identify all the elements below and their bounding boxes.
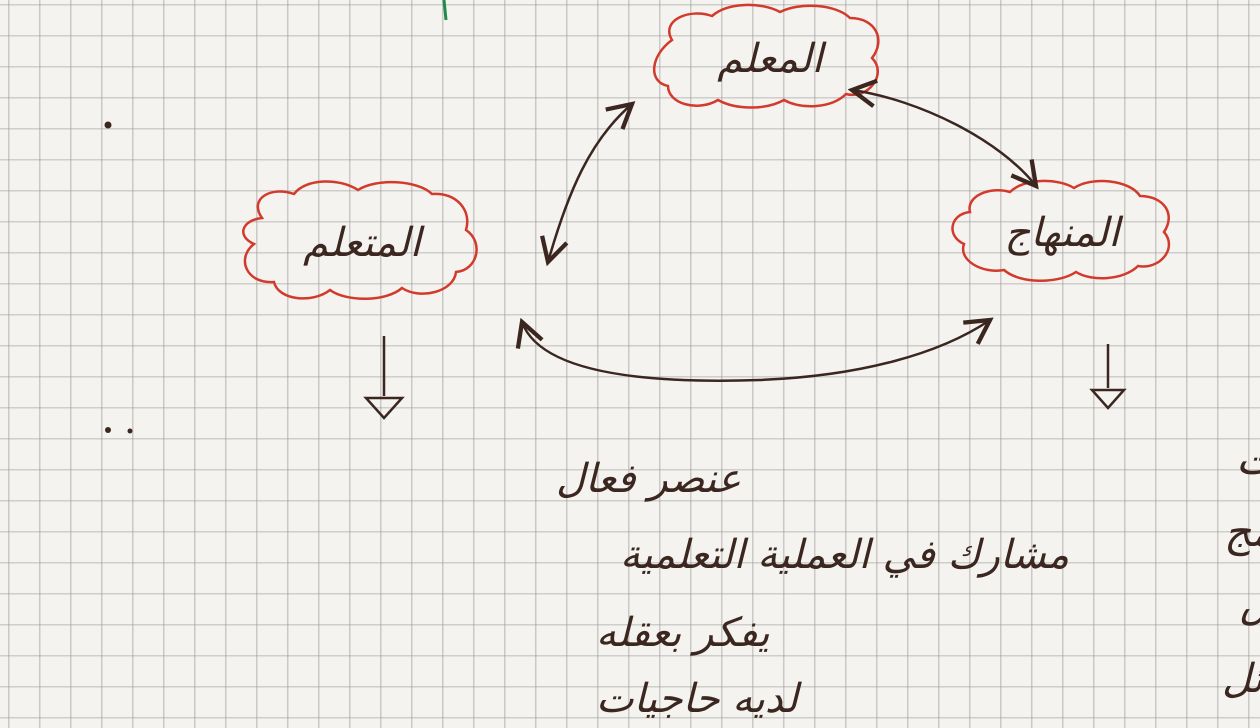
curriculum-part: طرائق التدريس	[1240, 580, 1260, 626]
curriculum-part: البرنامج	[1224, 507, 1260, 557]
curriculum-parts-list: التوقيت البرنامج طرائق التدريس الوسائل	[1222, 435, 1260, 702]
cloud-curriculum-outline	[951, 179, 1171, 282]
learner-trait: مشارك في العملية التعلمية	[620, 532, 1069, 578]
label-learner: المتعلم	[303, 220, 425, 266]
curriculum-part: الوسائل	[1222, 656, 1260, 702]
node-teacher: المعلم	[652, 3, 880, 109]
green-pen-mark	[442, 0, 448, 21]
cloud-learner-outline	[242, 180, 478, 300]
arrow-learner-teacher	[548, 104, 632, 262]
learner-trait: عنصر فعال	[556, 456, 741, 502]
ink-dot	[127, 428, 133, 434]
curriculum-part: التوقيت	[1236, 435, 1260, 485]
ink-dot	[104, 121, 112, 129]
learner-trait: يفكر بعقله	[596, 610, 770, 656]
arrow-curriculum-down	[1089, 344, 1127, 410]
label-teacher: المعلم	[717, 36, 826, 82]
arrow-teacher-curriculum	[852, 90, 1036, 186]
arrow-learner-curriculum	[522, 320, 990, 382]
learner-trait: لديه حاجيات	[596, 676, 803, 722]
node-curriculum: المنهاج	[951, 179, 1171, 282]
learner-traits-list: عنصر فعال مشارك في العملية التعلمية يفكر…	[556, 456, 1069, 722]
ink-dot	[105, 427, 111, 433]
node-learner: المتعلم	[242, 180, 478, 300]
arrow-learner-down	[363, 336, 405, 420]
label-curriculum: المنهاج	[1005, 210, 1124, 256]
